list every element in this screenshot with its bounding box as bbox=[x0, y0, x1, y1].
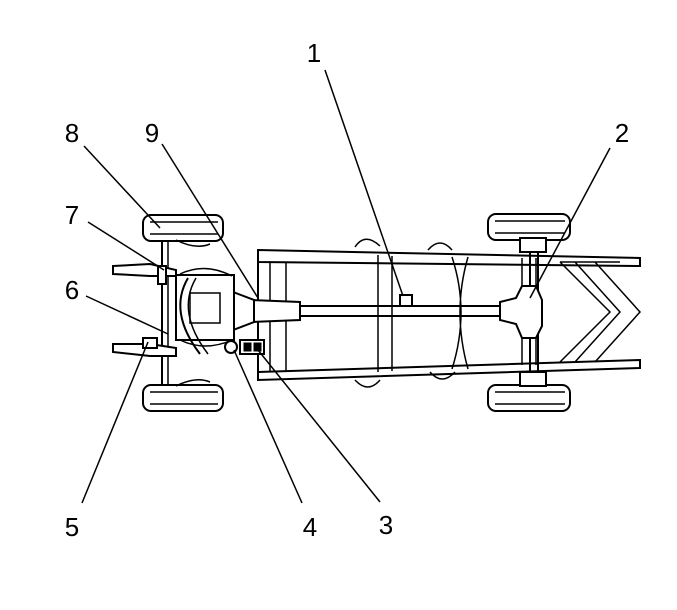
callout-3: 3 bbox=[378, 510, 394, 540]
driveshaft bbox=[300, 305, 500, 317]
callout-4: 4 bbox=[302, 512, 318, 542]
component-7 bbox=[157, 265, 167, 285]
rear-tire-lower bbox=[487, 384, 571, 412]
callout-8: 8 bbox=[64, 118, 80, 148]
transmission bbox=[232, 290, 301, 332]
exhaust-pipe bbox=[179, 277, 209, 355]
callout-2: 2 bbox=[614, 118, 630, 148]
callout-6: 6 bbox=[64, 275, 80, 305]
callout-1: 1 bbox=[306, 38, 322, 68]
frame-rails bbox=[257, 238, 642, 388]
callout-7: 7 bbox=[64, 200, 80, 230]
rear-tire-upper bbox=[487, 213, 571, 241]
callout-5: 5 bbox=[64, 512, 80, 542]
component-3 bbox=[239, 339, 265, 355]
leader-lines bbox=[81, 69, 611, 504]
callout-9: 9 bbox=[144, 118, 160, 148]
front-tire-upper bbox=[142, 214, 224, 242]
component-1 bbox=[399, 294, 413, 307]
rear-differential bbox=[499, 285, 543, 339]
engine bbox=[175, 267, 235, 347]
front-tire-lower bbox=[142, 384, 224, 412]
component-5 bbox=[142, 337, 158, 349]
